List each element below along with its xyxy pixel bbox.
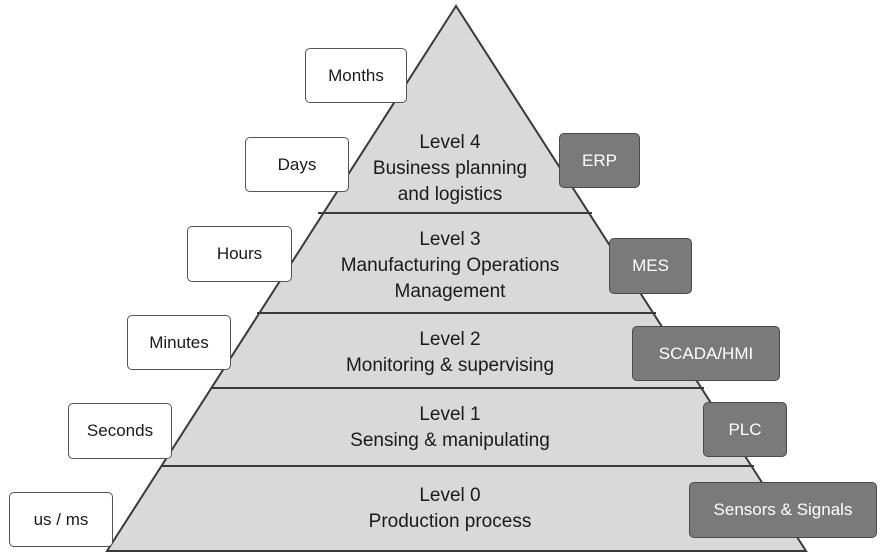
timescale-hours: Hours bbox=[187, 226, 292, 282]
level-3-label: Level 3 Manufacturing Operations Managem… bbox=[180, 227, 720, 305]
system-mes: MES bbox=[609, 238, 692, 294]
level-0-title: Level 0 bbox=[419, 485, 481, 506]
level-1-title: Level 1 bbox=[419, 404, 481, 425]
timescale-days: Days bbox=[245, 137, 349, 192]
level-3-title: Level 3 bbox=[419, 229, 481, 250]
timescale-months: Months bbox=[305, 48, 407, 103]
timescale-minutes: Minutes bbox=[127, 315, 231, 370]
timescale-us-ms: us / ms bbox=[9, 492, 113, 547]
level-2-title: Level 2 bbox=[419, 329, 481, 350]
level-4-label: Level 4 Business planning and logistics bbox=[180, 130, 720, 208]
system-erp: ERP bbox=[559, 133, 640, 188]
level-0-label: Level 0 Production process bbox=[180, 483, 720, 535]
system-scada-hmi: SCADA/HMI bbox=[632, 326, 780, 381]
system-plc: PLC bbox=[703, 402, 787, 457]
level-0-desc: Production process bbox=[368, 511, 532, 532]
level-3-desc-line1: Manufacturing Operations bbox=[340, 255, 560, 276]
level-1-desc: Sensing & manipulating bbox=[350, 430, 550, 451]
timescale-seconds: Seconds bbox=[68, 403, 172, 459]
level-1-label: Level 1 Sensing & manipulating bbox=[180, 402, 720, 454]
level-2-desc: Monitoring & supervising bbox=[345, 355, 555, 376]
system-sensors-signals: Sensors & Signals bbox=[689, 482, 877, 538]
level-4-title: Level 4 bbox=[419, 132, 481, 153]
level-3-desc-line2: Management bbox=[394, 281, 506, 302]
level-2-label: Level 2 Monitoring & supervising bbox=[180, 327, 720, 379]
level-4-desc-line1: Business planning bbox=[372, 158, 528, 179]
level-4-desc-line2: and logistics bbox=[397, 184, 503, 205]
